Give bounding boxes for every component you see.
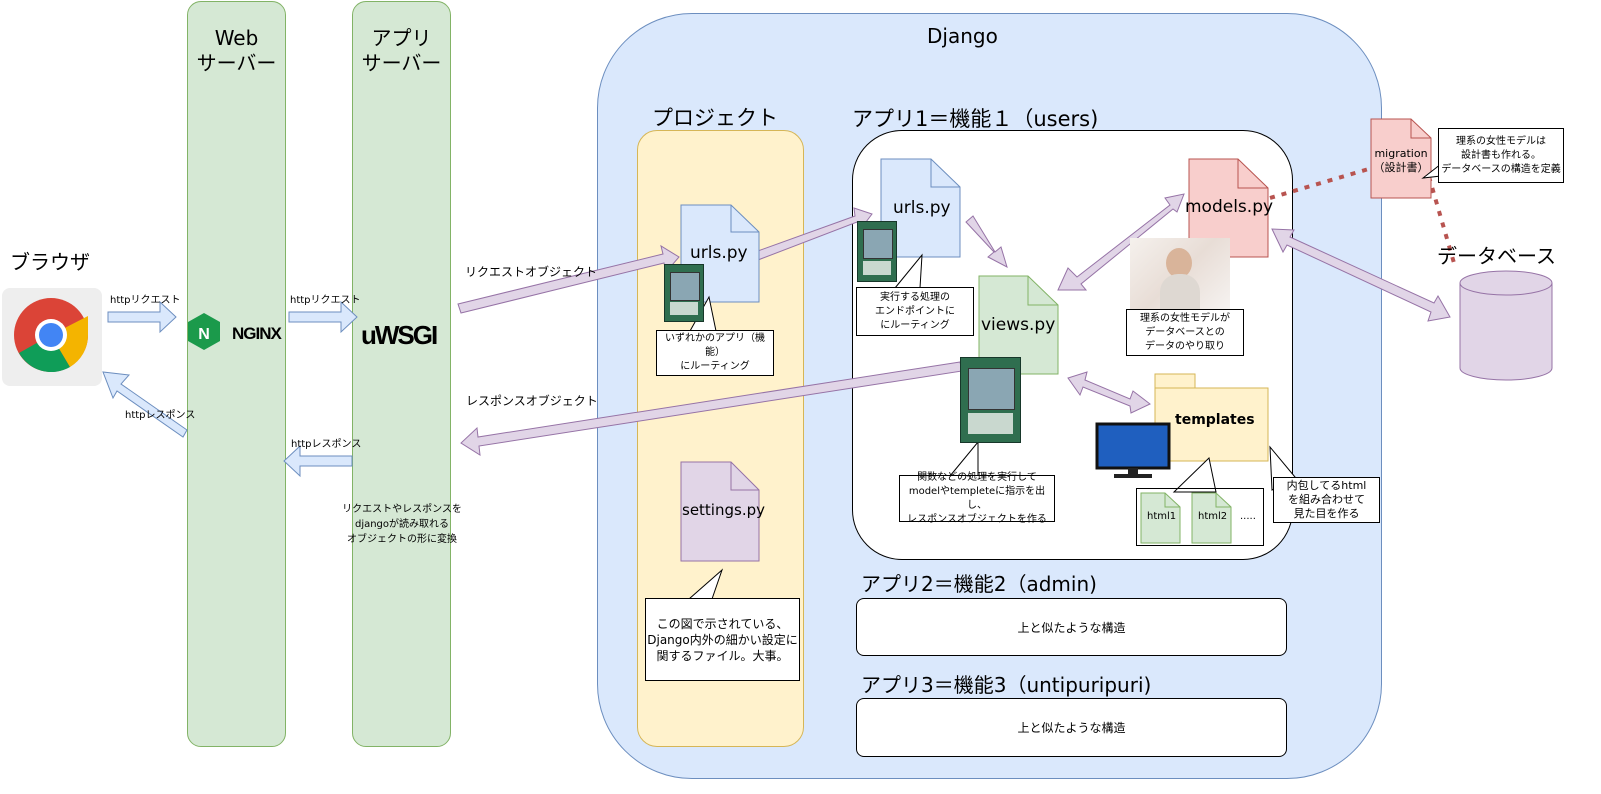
monitor-icon (1095, 422, 1171, 478)
request-object-label: リクエストオブジェクト (465, 265, 598, 279)
html-more-label: ..... (1240, 511, 1256, 522)
app3-box: 上と似たような構造 (856, 698, 1287, 757)
app-urls-callout: 実行する処理の エンドポイントに にルーティング (856, 287, 974, 336)
html-files-box (1136, 488, 1264, 546)
django-title: Django (927, 24, 998, 48)
web-server-column (187, 1, 286, 747)
http-request-label-1: httpリクエスト (110, 295, 181, 306)
http-response-arrow-1 (102, 371, 188, 438)
response-object-label: レスポンスオブジェクト (466, 394, 598, 408)
card-image-views (960, 357, 1021, 443)
app1-urls-label: urls.py (893, 198, 951, 218)
chrome-logo (2, 288, 102, 386)
project-to-app-arrow (754, 207, 873, 261)
views-label: views.py (981, 315, 1056, 335)
settings-doc (680, 461, 760, 562)
app2-title: アプリ2＝機能2（admin) (861, 572, 1097, 596)
models-label: models.py (1185, 197, 1274, 217)
card-image-project (664, 264, 704, 322)
browser-title: ブラウザ (10, 250, 90, 274)
settings-label: settings.py (682, 501, 765, 519)
app-server-title: アプリ サーバー (361, 26, 442, 75)
app2-box: 上と似たような構造 (856, 598, 1287, 656)
models-callout: 理系の女性モデルが データベースとの データのやり取り (1126, 309, 1244, 356)
models-database-arrow (1271, 228, 1451, 322)
html2-doc (1191, 492, 1232, 544)
app-urls-to-views-arrow (965, 215, 1008, 268)
views-callout: 関数などの処理を実行して modelやtempleteに指示を出し、 レスポンス… (899, 472, 1055, 525)
html1-label: html1 (1147, 511, 1177, 522)
app1-title: アプリ1＝機能１（users) (852, 107, 1099, 131)
http-response-label-2: httpレスポンス (291, 439, 362, 450)
project-urls-label: urls.py (690, 243, 748, 263)
migration-callout: 理系の女性モデルは 設計書も作れる。 データベースの構造を定義 (1438, 128, 1564, 183)
templates-label: templates (1175, 412, 1255, 428)
database-cylinder (1459, 270, 1553, 381)
model-photo (1130, 238, 1230, 310)
project-urls-callout: いずれかのアプリ（機能） にルーティング (656, 330, 774, 376)
uwsgi-logo-text: uWSGI (361, 320, 438, 350)
app3-body: 上と似たような構造 (1017, 721, 1126, 735)
http-request-arrow-2 (288, 300, 358, 334)
app3-title: アプリ3＝機能3（untipuripuri) (861, 673, 1152, 697)
http-request-arrow-1 (107, 300, 177, 334)
app-server-column (352, 1, 451, 747)
appserver-note: リクエストやレスポンスを djangoが読み取れる オブジェクトの形に変換 (342, 504, 462, 545)
http-response-arrow-2 (283, 444, 353, 478)
svg-text:N: N (198, 326, 210, 343)
migration-label: migration （設計書） (1373, 147, 1429, 174)
card-image-app-urls (857, 221, 897, 282)
templates-callout: 内包してるhtml を組み合わせて 見た目を作る (1273, 477, 1380, 523)
http-request-label-2: httpリクエスト (290, 295, 361, 306)
html2-label: html2 (1198, 511, 1228, 522)
app2-body: 上と似たような構造 (1017, 620, 1126, 635)
database-title: データベース (1437, 244, 1556, 268)
html1-doc (1140, 492, 1181, 544)
project-title: プロジェクト (652, 106, 778, 130)
migration-doc (1370, 118, 1432, 199)
http-response-label-1: httpレスポンス (125, 410, 196, 421)
views-templates-arrow (1067, 371, 1151, 414)
settings-callout: この図で示されている、 Django内外の細かい設定に 関するファイル。大事。 (645, 598, 800, 681)
nginx-logo-mark: N (188, 313, 220, 350)
nginx-logo-text: NGINX (232, 324, 282, 343)
response-object-arrow (460, 361, 963, 456)
web-server-title: Web サーバー (196, 26, 277, 75)
views-models-arrow (1057, 193, 1185, 291)
